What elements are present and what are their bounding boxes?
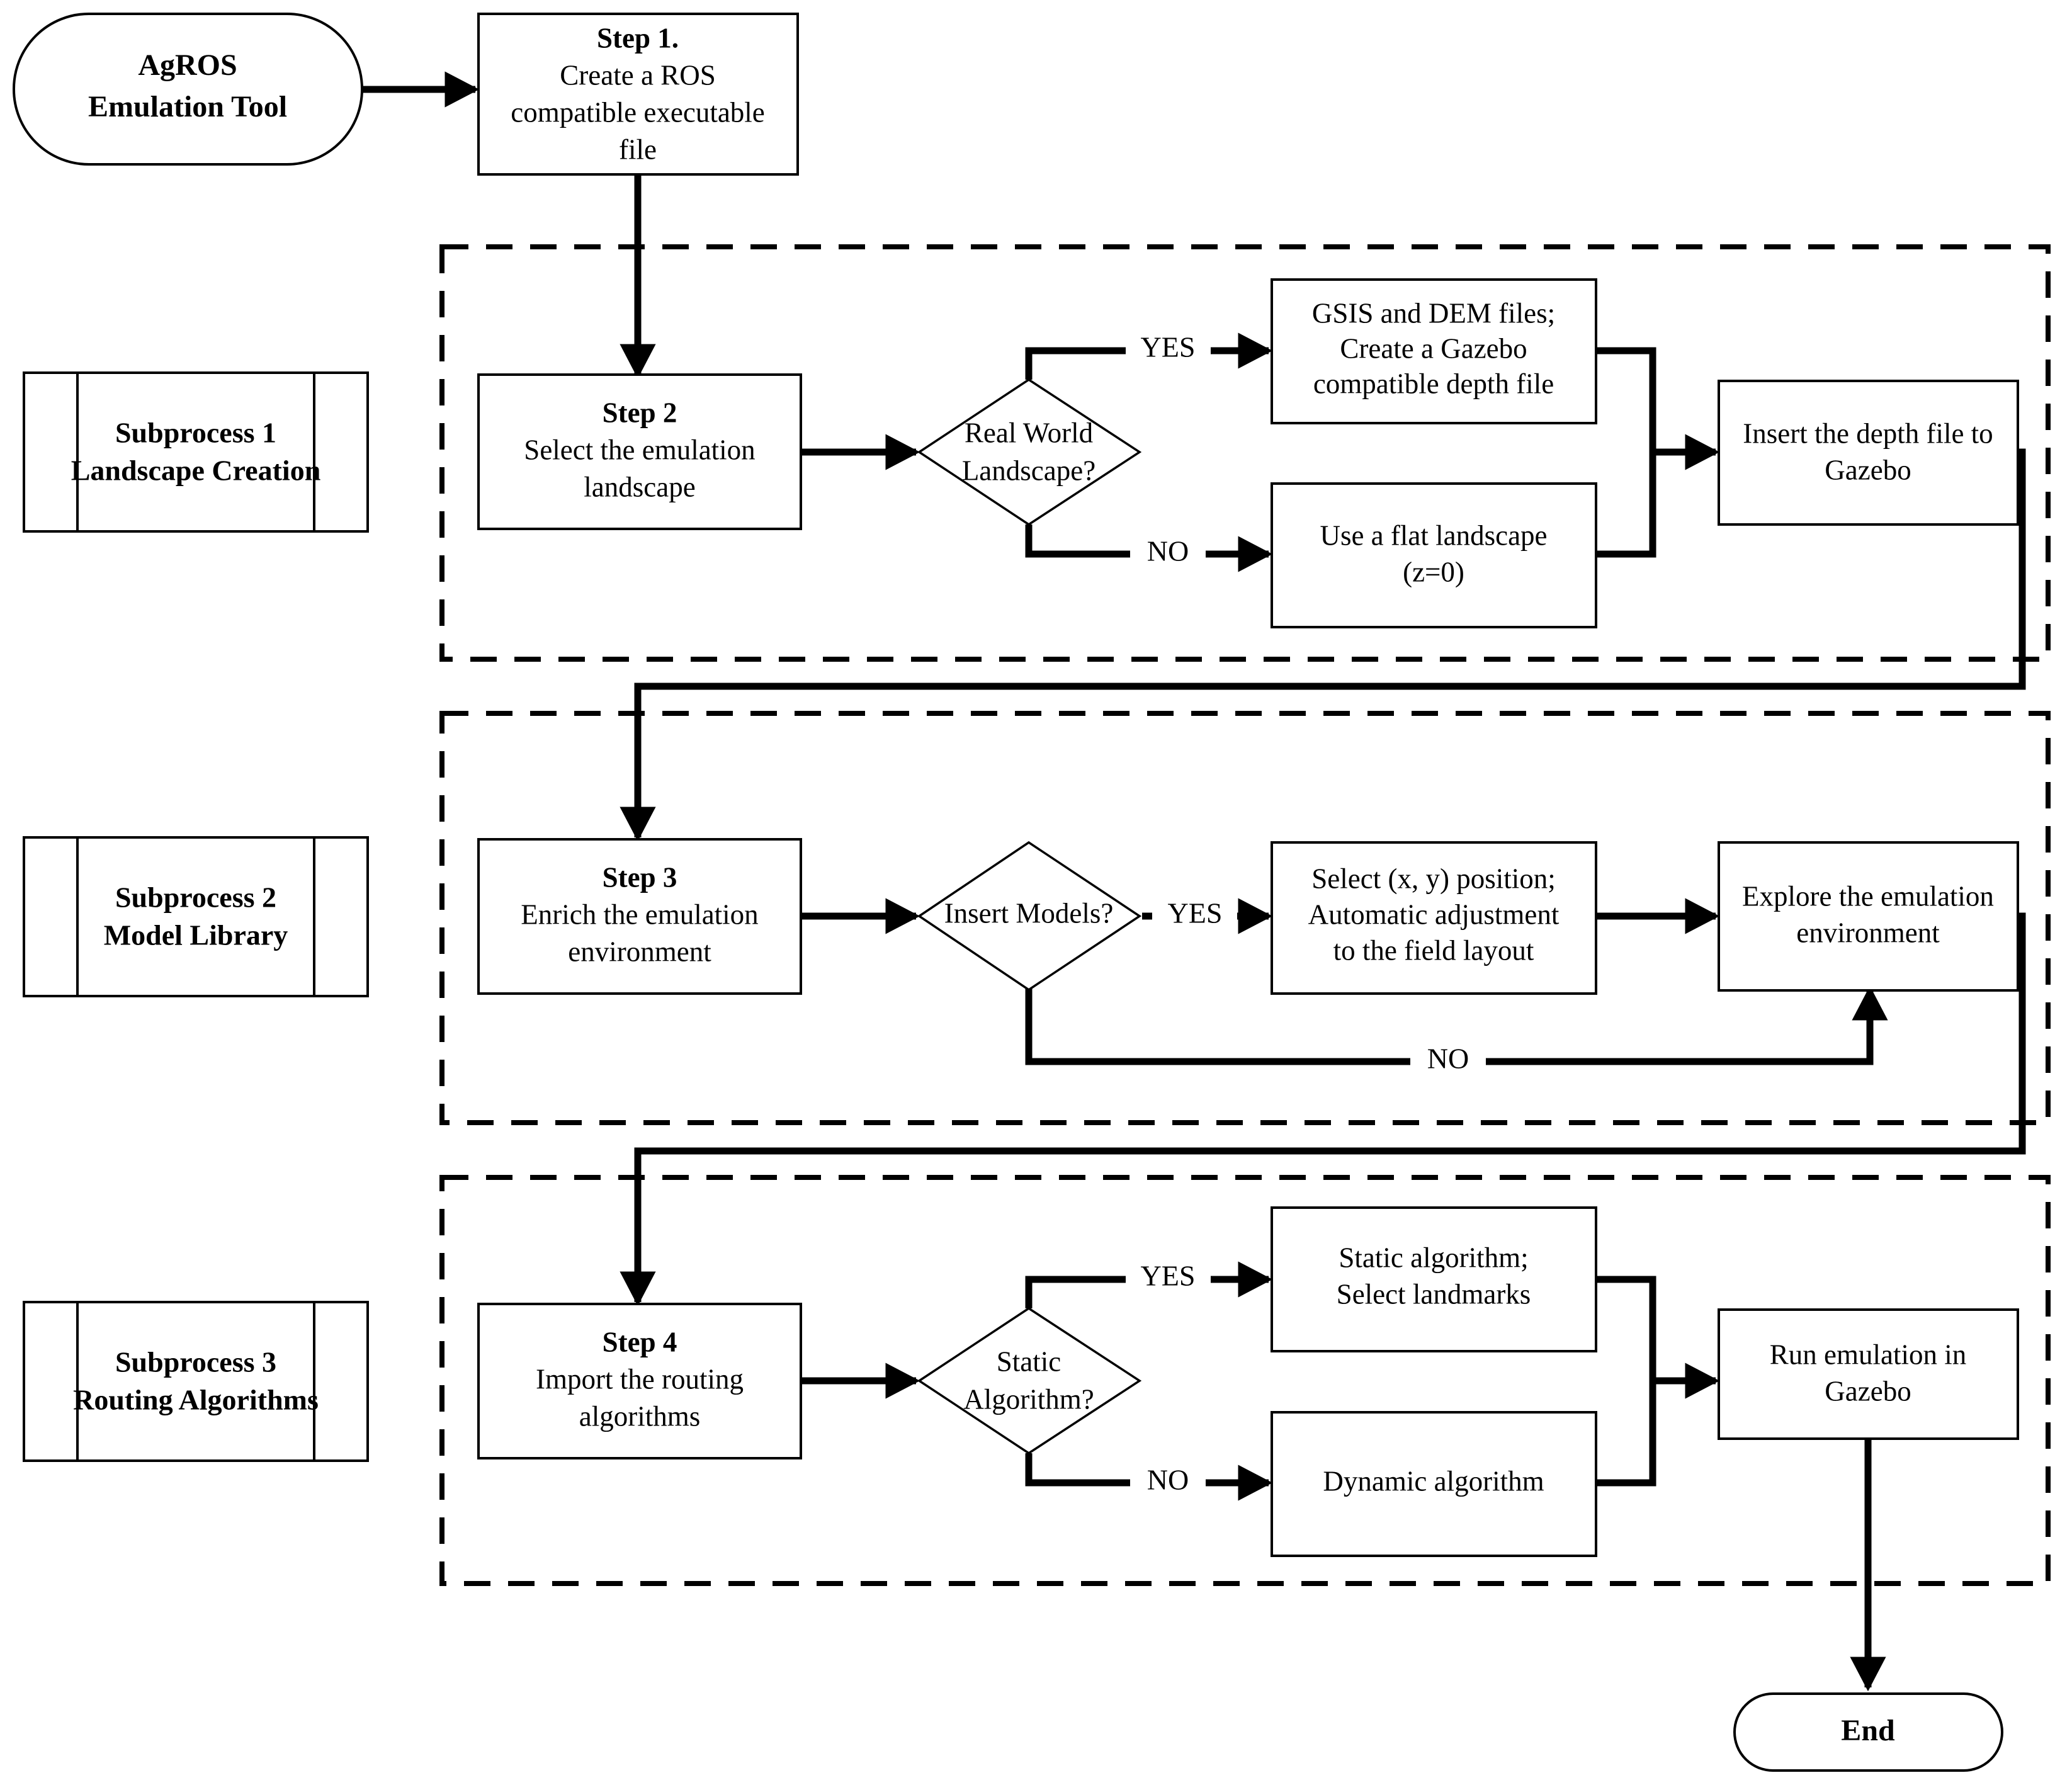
run-emul-line1: Run emulation in [1770, 1339, 1966, 1370]
connector-flat-to-insert-depth [1596, 452, 1656, 558]
explore-environment-box: Explore the emulation environment [1718, 841, 2019, 992]
end-terminator: End [1733, 1692, 2003, 1772]
decision2-line1: Insert Models? [944, 897, 1114, 929]
subprocess-3-group-boundary [439, 1175, 2051, 1586]
gsis-line1: GSIS and DEM files; [1312, 297, 1555, 329]
select-pos-line3: to the field layout [1333, 934, 1534, 966]
decision2-no-label: NO [1427, 1043, 1469, 1075]
step1-line3: file [619, 133, 657, 165]
gsis-line2: Create a Gazebo [1340, 332, 1527, 364]
subprocess-1-group-boundary [439, 244, 2051, 662]
decision1-no-label: NO [1147, 535, 1189, 567]
decision3-line1: Static [997, 1346, 1061, 1377]
decision-insert-models: Insert Models? [917, 841, 1142, 992]
gsis-line3: compatible depth file [1313, 368, 1554, 399]
dynamic-algorithm-box: Dynamic algorithm [1271, 1411, 1597, 1557]
step4-heading: Step 4 [603, 1326, 677, 1357]
decision1-yes-label: YES [1141, 331, 1196, 363]
connector-lane2-to-lane3 [620, 912, 2026, 1306]
start-label-line1: AgROS [138, 48, 237, 82]
subprocess-1-number: Subprocess 1 [115, 417, 276, 449]
subprocess-1-name: Landscape Creation [71, 455, 321, 487]
connector-lane1-to-lane2 [620, 448, 2026, 842]
subprocess-3-name: Routing Algorithms [73, 1384, 319, 1416]
static-alg-line1: Static algorithm; [1339, 1242, 1528, 1273]
step1-line1: Create a ROS [560, 59, 715, 91]
connector-dynamic-to-run [1596, 1381, 1656, 1487]
insert-depth-file-box: Insert the depth file to Gazebo [1718, 380, 2019, 526]
explore-line2: environment [1796, 917, 1940, 948]
connector-gsis-to-insert-depth [1596, 347, 1720, 470]
explore-line1: Explore the emulation [1742, 880, 1994, 912]
subprocess-1-label-shape: Subprocess 1 Landscape Creation [23, 371, 369, 533]
subprocess-3-label-shape: Subprocess 3 Routing Algorithms [23, 1301, 369, 1462]
decision-static-algorithm: Static Algorithm? [917, 1306, 1142, 1455]
insert-depth-line1: Insert the depth file to [1743, 417, 1993, 449]
subprocess-2-group-boundary [439, 711, 2051, 1125]
select-pos-line2: Automatic adjustment [1308, 898, 1560, 930]
decision3-yes-label: YES [1141, 1260, 1196, 1292]
gsis-dem-box: GSIS and DEM files; Create a Gazebo comp… [1271, 278, 1597, 424]
start-label-line2: Emulation Tool [88, 90, 287, 123]
step2-box: Step 2 Select the emulation landscape [477, 373, 802, 530]
dynamic-alg-line1: Dynamic algorithm [1323, 1465, 1544, 1497]
decision2-yes-label: YES [1168, 897, 1223, 929]
flat-line1: Use a flat landscape [1320, 519, 1547, 551]
run-emul-line2: Gazebo [1825, 1375, 1911, 1407]
decision1-line2: Landscape? [962, 455, 1095, 486]
connector-static-to-run [1596, 1276, 1720, 1399]
step1-box: Step 1. Create a ROS compatible executab… [477, 13, 799, 176]
step4-line2: algorithms [579, 1400, 700, 1432]
subprocess-3-number: Subprocess 3 [115, 1346, 276, 1378]
flat-landscape-box: Use a flat landscape (z=0) [1271, 482, 1597, 628]
step3-heading: Step 3 [603, 861, 677, 893]
step4-box: Step 4 Import the routing algorithms [477, 1303, 802, 1459]
static-algorithm-box: Static algorithm; Select landmarks [1271, 1206, 1597, 1352]
subprocess-2-label-shape: Subprocess 2 Model Library [23, 836, 369, 997]
step1-line2: compatible executable [511, 96, 765, 128]
select-pos-line1: Select (x, y) position; [1311, 863, 1555, 894]
step2-line1: Select the emulation [524, 434, 755, 465]
insert-depth-line2: Gazebo [1825, 454, 1911, 485]
decision1-line1: Real World [965, 417, 1093, 448]
run-emulation-box: Run emulation in Gazebo [1718, 1308, 2019, 1440]
step4-line1: Import the routing [536, 1363, 744, 1395]
subprocess-2-number: Subprocess 2 [115, 881, 276, 914]
step2-line2: landscape [584, 471, 695, 502]
end-label: End [1841, 1714, 1895, 1747]
subprocess-2-name: Model Library [104, 919, 288, 951]
step3-line2: environment [568, 936, 711, 967]
static-alg-line2: Select landmarks [1337, 1278, 1531, 1310]
step2-heading: Step 2 [603, 397, 677, 428]
decision3-line2: Algorithm? [963, 1383, 1094, 1415]
start-terminator: AgROS Emulation Tool [13, 13, 363, 166]
select-position-box: Select (x, y) position; Automatic adjust… [1271, 841, 1597, 995]
step3-line1: Enrich the emulation [521, 898, 758, 930]
flat-line2: (z=0) [1403, 556, 1464, 587]
step3-box: Step 3 Enrich the emulation environment [477, 838, 802, 995]
step1-heading: Step 1. [597, 22, 679, 54]
decision-real-world-landscape: Real World Landscape? [917, 378, 1142, 526]
decision3-no-label: NO [1147, 1464, 1189, 1496]
